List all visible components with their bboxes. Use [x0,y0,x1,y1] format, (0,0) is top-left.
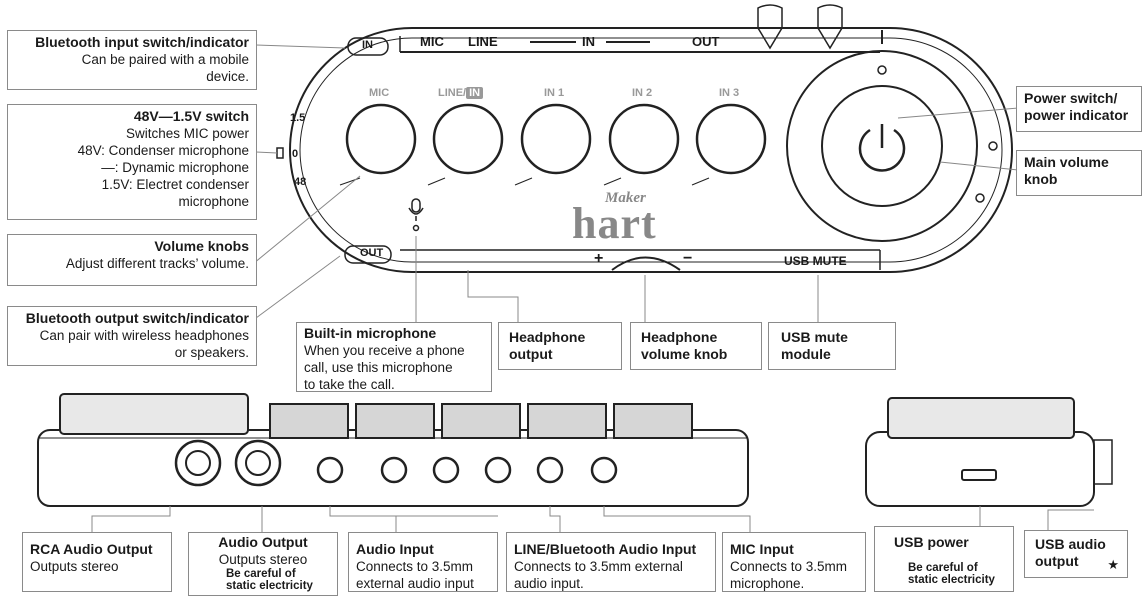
top-label-in: IN [582,34,595,49]
switch-label-15: 1.5 [290,112,306,124]
callout-headphone-knob: Headphone volume knob [630,322,762,370]
switch-label-0: 0 [292,148,299,160]
builtin-mic-icon [411,198,421,213]
bt-in-badge-label: IN [362,39,373,51]
knob-line-bt [432,103,504,175]
knob-label-in2: IN 2 [632,87,653,99]
switch-label-48: 48 [294,176,307,188]
knob-label-in1: IN 1 [544,87,565,99]
knob-in1 [520,103,592,175]
jack-line-bt [536,456,564,484]
minus-label: − [683,250,693,267]
callout-audio-input: Audio Input Connects to 3.5mm external a… [348,532,498,592]
callout-bt-input: Bluetooth input switch/indicator Can be … [7,30,257,90]
callout-line-bt-input: LINE/Bluetooth Audio Input Connects to 3… [506,532,716,592]
knob-in2 [608,103,680,175]
logo-small: Maker [605,190,646,206]
knob-in3 [695,103,767,175]
jack-mic [590,456,618,484]
callout-rca-output: RCA Audio Output Outputs stereo [22,532,172,592]
headphone-volume-knob [611,256,681,271]
jack-audio-in-1 [316,456,344,484]
callout-headphone-output: Headphone output [498,322,622,370]
rca-jack-right [234,439,282,487]
callout-volume-knobs: Volume knobs Adjust different tracks’ vo… [7,234,257,286]
callout-usb-audio: USB audio output ★ [1024,530,1128,578]
usb-mute-label: USB MUTE [784,254,847,268]
callout-48v-switch: 48V—1.5V switch Switches MIC power 48V: … [7,104,257,220]
warning-text-usb-power: Be careful of static electricity [908,562,995,586]
callout-usb-power: USB power [874,526,1014,592]
knob-label-mic: MIC [369,87,390,99]
callout-mic-input: MIC Input Connects to 3.5mm microphone. [722,532,866,592]
rca-jack-left [174,439,222,487]
callout-bt-output: Bluetooth output switch/indicator Can pa… [7,306,257,366]
callout-power: Power switch/ power indicator [1016,86,1142,132]
callout-builtin-mic: Built-in microphone When you receive a p… [296,322,492,392]
warning-text-audio-output: Be careful of static electricity [226,568,313,592]
bt-in-badge [347,37,389,56]
bt-out-badge-label: OUT [360,247,384,259]
usb-port [961,469,997,481]
top-label-mic: MIC [420,34,444,49]
callout-audio-output: Audio Output Outputs stereo [188,532,338,596]
callout-usb-mute: USB mute module [768,322,896,370]
top-label-line: LINE [468,34,498,49]
main-volume-knob [786,50,978,242]
power-icon [858,128,906,172]
side-device-body [37,429,749,507]
plus-label: + [594,250,604,267]
knob-label-line-bt: LINE/IN [438,87,484,99]
star-icon: ★ [1107,557,1119,572]
top-rca-jack-left [757,4,783,50]
bt-out-badge [344,245,392,264]
knob-label-in3: IN 3 [719,87,740,99]
top-device-outline [400,35,980,270]
callout-main-volume: Main volume knob [1016,150,1142,196]
top-device-body [289,27,1013,273]
jack-audio-in-3 [432,456,460,484]
knob-mic [345,103,417,175]
top-label-out: OUT [692,34,720,49]
logo-big: hart [572,199,657,248]
jack-audio-in-4 [484,456,512,484]
top-rca-jack-right [817,4,843,50]
jack-audio-in-2 [380,456,408,484]
